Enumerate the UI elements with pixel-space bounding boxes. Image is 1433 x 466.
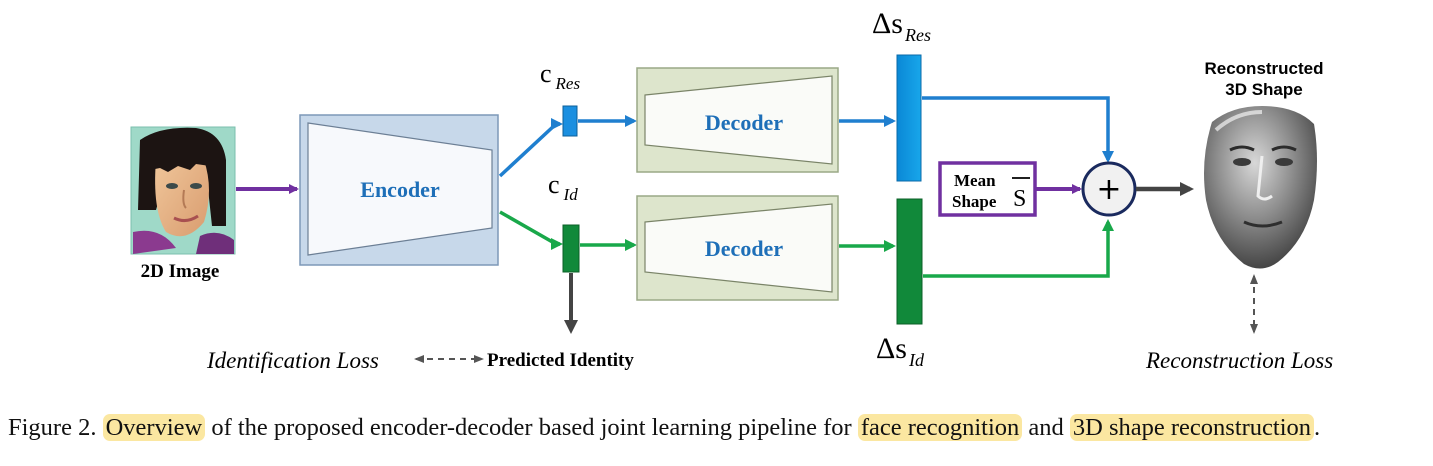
decoder-top-block	[636, 67, 839, 173]
caption-prefix: Figure 2.	[8, 414, 103, 441]
predicted-identity-label: Predicted Identity	[487, 350, 634, 371]
dsres-bar	[896, 54, 922, 182]
caption-middle1: of the proposed encoder-decoder based jo…	[205, 414, 858, 441]
encoder-label: Encoder	[360, 177, 440, 202]
caption-suffix: .	[1314, 414, 1321, 441]
caption-highlight-overview: Overview	[102, 414, 206, 441]
caption-highlight-3d-reconstruction: 3D shape reconstruction	[1069, 414, 1315, 441]
output-title-line2: 3D Shape	[1225, 80, 1302, 99]
cres-vector	[562, 105, 578, 137]
encoder-block	[299, 114, 499, 266]
input-face-image	[130, 126, 236, 255]
encoder-to-cid-arrow	[499, 210, 563, 250]
mean-shape-line1: Mean	[954, 171, 996, 190]
caption-middle2: and	[1022, 414, 1070, 441]
output-title-line1: Reconstructed	[1204, 59, 1323, 78]
encoder-to-cres-arrow	[498, 118, 563, 178]
identification-loss-label: Identification Loss	[206, 348, 379, 373]
sum-symbol: +	[1096, 172, 1121, 207]
dsid-to-sum-arrow	[923, 219, 1114, 278]
sum-node	[1081, 161, 1137, 217]
decoder-bottom-block	[636, 195, 839, 301]
reconstruction-loss-label: Reconstruction Loss	[1145, 348, 1333, 373]
input-label: 2D Image	[141, 261, 220, 282]
mean-shape-line2: Shape	[952, 192, 997, 211]
dsres-to-sum-arrow	[922, 96, 1114, 163]
decoder-top-label: Decoder	[705, 110, 783, 135]
mean-shape-symbol: S	[1013, 186, 1026, 212]
decoder-bottom-label: Decoder	[705, 236, 783, 261]
reconstructed-face-image	[1204, 106, 1317, 269]
caption-highlight-face-recognition: face recognition	[857, 414, 1023, 441]
dsid-bar	[896, 198, 923, 325]
cid-vector	[562, 224, 580, 273]
figure-caption: Figure 2. Overview of the proposed encod…	[8, 414, 1320, 442]
mean-shape-box	[938, 161, 1037, 217]
